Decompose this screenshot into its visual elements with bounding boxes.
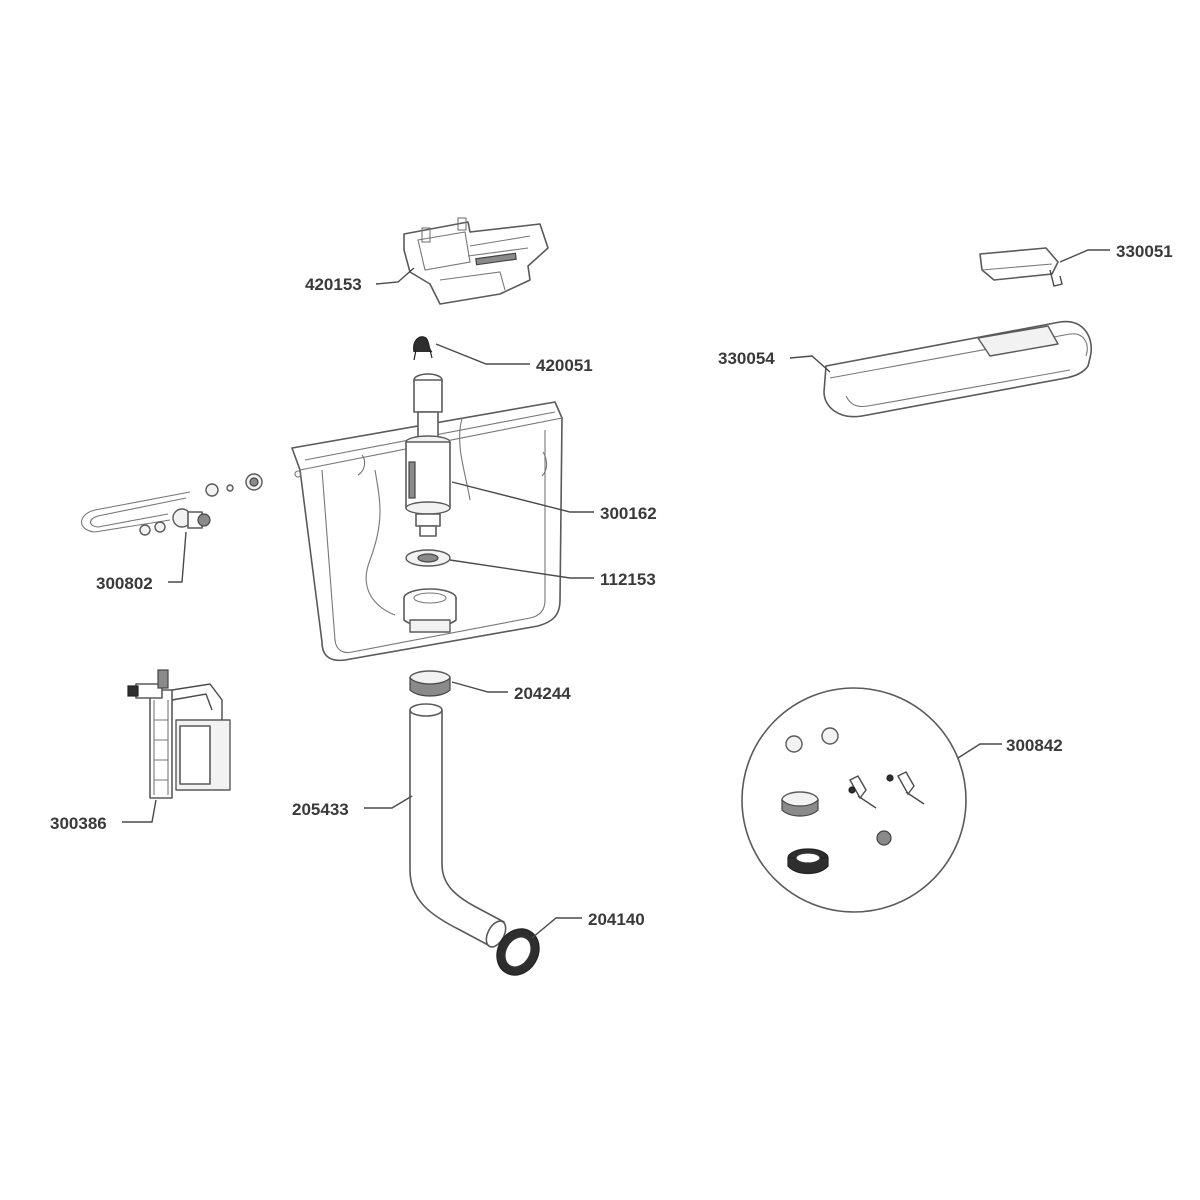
label-300842: 300842 (1006, 736, 1063, 755)
clip-part (413, 336, 433, 361)
label-300802: 300802 (96, 574, 153, 593)
label-330051: 330051 (1116, 242, 1173, 261)
flush-valve-column (405, 373, 451, 537)
label-204140: 204140 (588, 910, 645, 929)
outlet-socket (403, 588, 457, 633)
label-420153: 420153 (305, 275, 362, 294)
seal-washer (405, 549, 451, 567)
label-112153: 112153 (600, 570, 656, 589)
label-420051: 420051 (536, 356, 593, 375)
label-205433: 205433 (292, 800, 349, 819)
part-labels: 420153 420051 330051 330054 300162 11215… (50, 242, 1173, 929)
fixing-kit (741, 687, 967, 913)
label-204244: 204244 (514, 684, 571, 703)
rubber-cone-seal (496, 928, 540, 976)
label-300162: 300162 (600, 504, 657, 523)
cistern-lid (823, 320, 1092, 418)
inlet-connector-kit (80, 473, 263, 536)
flush-bend-pipe (409, 703, 507, 948)
connector-nut (409, 670, 451, 697)
push-button-insert (979, 247, 1063, 287)
label-330054: 330054 (718, 349, 775, 368)
fill-valve (127, 669, 231, 799)
label-300386: 300386 (50, 814, 107, 833)
flush-actuator-frame (403, 217, 549, 305)
leader-lines (122, 249, 1110, 939)
